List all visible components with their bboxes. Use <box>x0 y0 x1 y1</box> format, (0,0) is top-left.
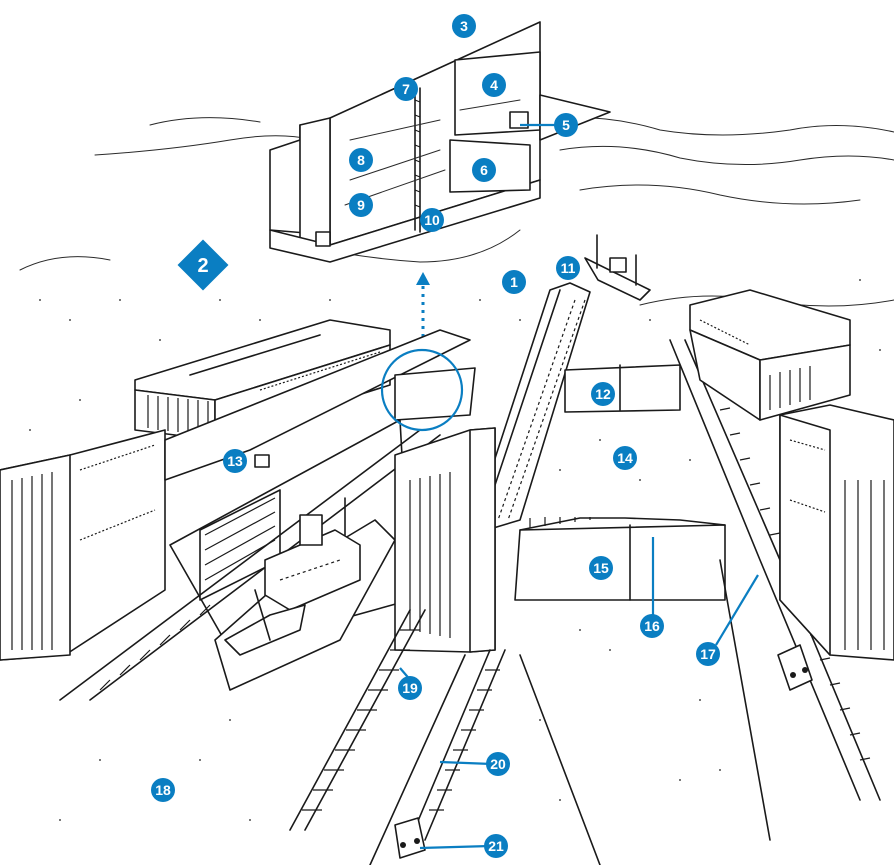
marker-11: 11 <box>556 256 580 280</box>
left-track <box>289 609 426 831</box>
marker-label: 15 <box>593 560 609 576</box>
marker-1: 1 <box>502 270 526 294</box>
marker-label: 8 <box>357 152 365 168</box>
marker-12: 12 <box>591 382 615 406</box>
marker-label: 11 <box>561 260 576 276</box>
marker-10: 10 <box>420 208 444 232</box>
marker-label: 13 <box>227 453 243 469</box>
marker-label: 10 <box>424 212 440 228</box>
right-lower-building <box>779 404 894 661</box>
marker-label: 18 <box>155 782 171 798</box>
ground-stipple <box>29 279 881 821</box>
gate-highlight-circle <box>380 348 464 432</box>
detail-arrow <box>416 272 430 345</box>
marker-label: 9 <box>357 197 365 213</box>
marker-label: 19 <box>402 680 418 696</box>
marker-label: 17 <box>700 646 716 662</box>
marker-3: 3 <box>452 14 476 38</box>
right-upper-building <box>689 289 851 421</box>
marker-8: 8 <box>349 148 373 172</box>
marker-label: 21 <box>488 838 504 854</box>
left-lower-building <box>0 429 166 661</box>
distant-ship <box>584 234 651 301</box>
marker-16: 16 <box>640 614 664 638</box>
lower-gates <box>514 517 726 601</box>
marker-13: 13 <box>223 449 247 473</box>
marker-label: 14 <box>617 450 633 466</box>
marker-label: 5 <box>562 117 570 133</box>
marker-21: 21 <box>484 834 508 858</box>
marker-6: 6 <box>472 158 496 182</box>
leader-lines <box>399 123 759 850</box>
marker-4: 4 <box>482 73 506 97</box>
marker-20: 20 <box>486 752 510 776</box>
locomotive-center <box>394 817 426 859</box>
detail-marker-label: 2 <box>197 255 208 277</box>
marker-7: 7 <box>394 77 418 101</box>
marker-label: 1 <box>510 274 518 290</box>
marker-5: 5 <box>554 113 578 137</box>
locomotive-right <box>777 644 813 691</box>
center-tower <box>394 427 496 653</box>
ship-in-lock <box>214 497 396 691</box>
center-track <box>369 649 601 865</box>
marker-18: 18 <box>151 778 175 802</box>
marker-label: 3 <box>460 18 468 34</box>
marker-label: 20 <box>490 756 506 772</box>
marker-19: 19 <box>398 676 422 700</box>
marker-label: 6 <box>480 162 488 178</box>
detail-marker-2: 2 <box>177 239 229 291</box>
marker-label: 12 <box>595 386 611 402</box>
marker-label: 16 <box>644 618 660 634</box>
marker-label: 4 <box>490 77 498 93</box>
marker-9: 9 <box>349 193 373 217</box>
marker-label: 7 <box>402 81 410 97</box>
marker-14: 14 <box>613 446 637 470</box>
marker-17: 17 <box>696 642 720 666</box>
marker-15: 15 <box>589 556 613 580</box>
